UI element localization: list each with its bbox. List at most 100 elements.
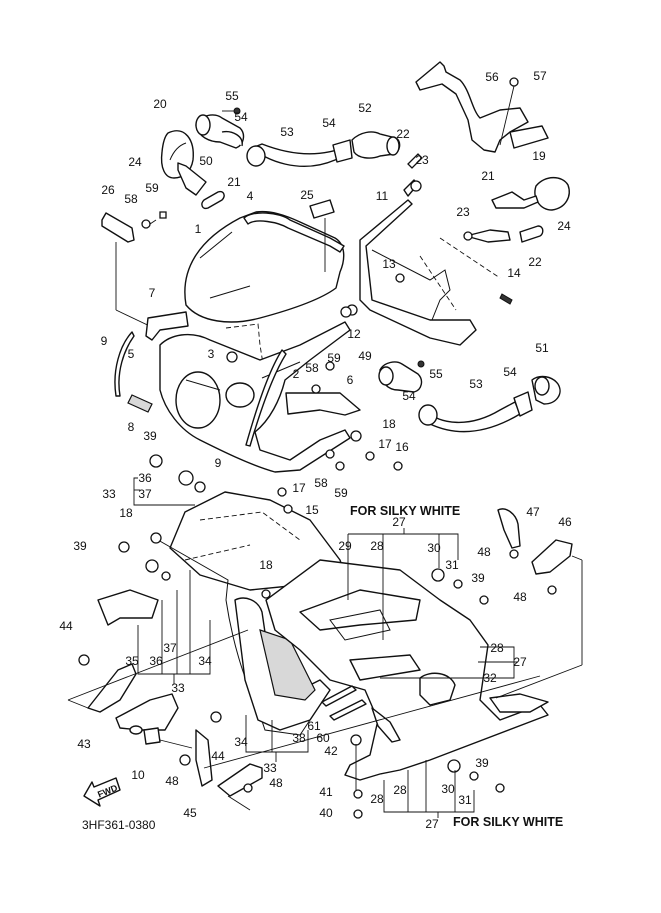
- callout-c21a: 21: [227, 175, 241, 189]
- part-drawings: FWD: [67, 61, 583, 819]
- callout-c18c: 18: [259, 558, 273, 572]
- callout-c46: 46: [558, 515, 572, 529]
- fwd-arrow: FWD: [83, 777, 121, 807]
- note-for-silky-white-top: FOR SILKY WHITE: [350, 504, 460, 518]
- callout-c23a: 23: [415, 153, 429, 167]
- callout-c59b: 59: [327, 351, 341, 365]
- callout-c8: 8: [128, 420, 135, 434]
- callout-c12: 12: [347, 327, 361, 341]
- stay-56-drawing: [407, 61, 570, 243]
- callout-c18b: 18: [119, 506, 133, 520]
- callout-c1: 1: [195, 222, 202, 236]
- callout-c37b: 37: [163, 641, 177, 655]
- callout-c20: 20: [153, 97, 167, 111]
- callout-c13: 13: [382, 257, 396, 271]
- callout-c39a: 39: [143, 429, 157, 443]
- callout-c24a: 24: [128, 155, 142, 169]
- callout-labels: 1234567899101112131415161717181818192021…: [59, 69, 572, 831]
- callout-c38: 38: [292, 731, 306, 745]
- callout-c49: 49: [358, 349, 372, 363]
- callout-c41: 41: [319, 785, 333, 799]
- inner-panel-drawing: [285, 392, 361, 416]
- callout-c48c: 48: [165, 774, 179, 788]
- callout-c37a: 37: [138, 487, 152, 501]
- callout-c11: 11: [376, 189, 389, 203]
- callout-c39c: 39: [471, 571, 485, 585]
- callout-c52: 52: [358, 101, 372, 115]
- callout-c51: 51: [535, 341, 549, 355]
- callout-c60: 60: [316, 731, 330, 745]
- callout-c19: 19: [532, 149, 546, 163]
- right-air-duct-drawing: [378, 360, 561, 433]
- lower-brackets-drawing: [87, 508, 573, 797]
- callout-c34a: 34: [198, 654, 212, 668]
- callout-c58c: 58: [314, 476, 328, 490]
- callout-c30b: 30: [441, 782, 455, 796]
- callout-c6: 6: [347, 373, 354, 387]
- callout-c29: 29: [338, 539, 352, 553]
- callout-c7: 7: [149, 286, 156, 300]
- callout-c18a: 18: [382, 417, 396, 431]
- callout-c17b: 17: [292, 481, 306, 495]
- mirror-left-drawing: [160, 130, 207, 196]
- callout-c16: 16: [395, 440, 409, 454]
- callout-c53b: 53: [469, 377, 483, 391]
- callout-c14: 14: [507, 266, 521, 280]
- callout-c10: 10: [131, 768, 145, 782]
- callout-c5: 5: [128, 347, 135, 361]
- callout-c54d: 54: [503, 365, 517, 379]
- cowling-stay-drawing: [346, 179, 513, 346]
- callout-c44a: 44: [59, 619, 73, 633]
- under-cowling-drawing: [265, 559, 549, 781]
- callout-c25: 25: [300, 188, 314, 202]
- callout-c54c: 54: [402, 389, 416, 403]
- assembly-lines: [67, 237, 583, 811]
- callout-c48d: 48: [269, 776, 283, 790]
- windshield-drawing: [184, 199, 345, 371]
- callout-c34b: 34: [234, 735, 248, 749]
- callout-c30a: 30: [427, 541, 441, 555]
- callout-c59a: 59: [145, 181, 159, 195]
- callout-c27c: 27: [425, 817, 439, 831]
- callout-c54b: 54: [322, 116, 336, 130]
- hardware-drawing: [78, 306, 557, 819]
- callout-c36a: 36: [138, 471, 152, 485]
- side-cowling-drawing: [97, 491, 346, 736]
- callout-c39d: 39: [475, 756, 489, 770]
- callout-c33b: 33: [171, 681, 185, 695]
- callout-c42: 42: [324, 744, 338, 758]
- callout-c47: 47: [526, 505, 540, 519]
- callout-c17a: 17: [378, 437, 392, 451]
- callout-c58a: 58: [124, 192, 138, 206]
- callout-c31a: 31: [445, 558, 459, 572]
- callout-c26: 26: [101, 183, 115, 197]
- callout-c59c: 59: [334, 486, 348, 500]
- grouping-brackets: [133, 477, 518, 818]
- note-for-silky-white-bottom: FOR SILKY WHITE: [453, 815, 563, 829]
- callout-c3: 3: [208, 347, 215, 361]
- callout-c9b: 9: [215, 456, 222, 470]
- callout-c21b: 21: [481, 169, 495, 183]
- bracket-7-drawing: [145, 311, 189, 341]
- callout-c50: 50: [199, 154, 213, 168]
- callout-c35: 35: [125, 654, 139, 668]
- callout-c4: 4: [247, 189, 254, 203]
- callout-c44b: 44: [211, 749, 225, 763]
- callout-c54a: 54: [234, 110, 248, 124]
- upper-cowling-drawing: [159, 321, 351, 473]
- callout-c45: 45: [183, 806, 197, 820]
- callout-c53a: 53: [280, 125, 294, 139]
- air-duct-50-drawing: [195, 107, 245, 149]
- callout-c57: 57: [533, 69, 547, 83]
- callout-c9a: 9: [101, 334, 108, 348]
- drawing-code: 3HF361-0380: [82, 818, 156, 832]
- callout-c39b: 39: [73, 539, 87, 553]
- callout-c28b: 28: [490, 641, 504, 655]
- callout-c33c: 33: [263, 761, 277, 775]
- callout-c27a: 27: [392, 515, 406, 529]
- joint-52-drawing: [351, 131, 401, 159]
- molding-9-drawing: [114, 331, 287, 447]
- callout-c48a: 48: [477, 545, 491, 559]
- callout-c24b: 24: [557, 219, 571, 233]
